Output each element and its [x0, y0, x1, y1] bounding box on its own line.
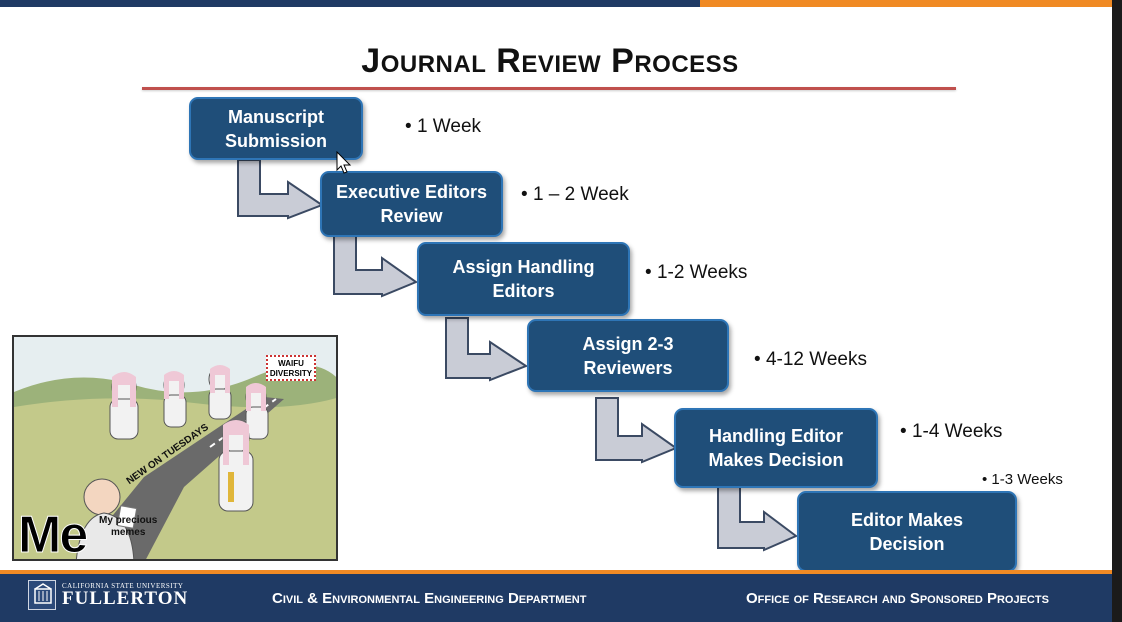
- memes-label: My precious memes: [99, 515, 158, 538]
- duration-text: 1-4 Weeks: [911, 421, 1003, 442]
- logo-text: CALIFORNIA STATE UNIVERSITY FULLERTON: [62, 582, 188, 608]
- university-seal-icon: [28, 580, 56, 610]
- seal-graphic: [34, 583, 52, 604]
- department-name: Civil & Environmental Engineering Depart…: [272, 590, 587, 607]
- arrow-step-3-to-4: [445, 317, 529, 382]
- arrow-step-2-to-3: [333, 235, 419, 298]
- step-label: Assign Handling Editors: [452, 257, 595, 301]
- duration-text: 1-3 Weeks: [991, 471, 1063, 488]
- step-editor-makes-decision: Editor Makes Decision: [797, 491, 1017, 572]
- duration-step-5: • 1-4 Weeks: [900, 421, 1003, 442]
- duration-text: 1-2 Weeks: [656, 262, 748, 283]
- step-label: Editor Makes Decision: [850, 509, 964, 554]
- step-executive-editors-review: Executive Editors Review: [320, 171, 503, 237]
- duration-text: 1 Week: [416, 116, 482, 137]
- logo-line-2: FULLERTON: [62, 588, 189, 609]
- slide-footer: CALIFORNIA STATE UNIVERSITY FULLERTON Ci…: [0, 570, 1112, 622]
- title-underline: [142, 87, 956, 90]
- arrow-step-5-to-6: [717, 485, 798, 552]
- step-label: Executive Editors Review: [335, 182, 488, 226]
- csuf-logo: CALIFORNIA STATE UNIVERSITY FULLERTON: [28, 580, 188, 610]
- mouse-cursor-icon: [336, 151, 352, 174]
- arrow-step-4-to-5: [595, 397, 679, 464]
- step-manuscript-submission: Manuscript Submission: [189, 97, 363, 160]
- duration-step-1: • 1 Week: [405, 116, 482, 137]
- duration-text: 4-12 Weeks: [765, 349, 867, 370]
- top-bar-blue: [0, 0, 700, 7]
- duration-step-3: • 1-2 Weeks: [645, 262, 748, 283]
- step-handling-editor-decision: Handling Editor Makes Decision: [674, 408, 878, 488]
- duration-step-2: • 1 – 2 Week: [521, 184, 629, 205]
- step-label: Manuscript Submission: [224, 106, 327, 151]
- logo-line-1: CALIFORNIA STATE UNIVERSITY: [62, 582, 184, 590]
- slide-title: Journal Review Process: [361, 42, 739, 80]
- step-assign-handling-editors: Assign Handling Editors: [417, 242, 630, 316]
- step-label: Handling Editor Makes Decision: [708, 426, 844, 470]
- waifu-diversity-sign: WAIFU DIVERSITY: [266, 355, 316, 381]
- me-label: Me: [17, 506, 88, 561]
- duration-text: 1 – 2 Week: [532, 184, 629, 205]
- step-assign-reviewers: Assign 2-3 Reviewers: [527, 319, 729, 392]
- office-name: Office of Research and Sponsored Project…: [746, 590, 1049, 607]
- step-label: Assign 2-3 Reviewers: [582, 333, 674, 378]
- window-right-edge: [1112, 0, 1122, 622]
- meme-cartoon-image: WAIFU DIVERSITY NEW ON TUESDAYS Me My pr…: [12, 335, 338, 561]
- arrow-step-1-to-2: [237, 159, 325, 220]
- duration-step-4: • 4-12 Weeks: [754, 349, 867, 370]
- top-bar-orange: [700, 0, 1112, 7]
- duration-step-6: • 1-3 Weeks: [982, 471, 1063, 488]
